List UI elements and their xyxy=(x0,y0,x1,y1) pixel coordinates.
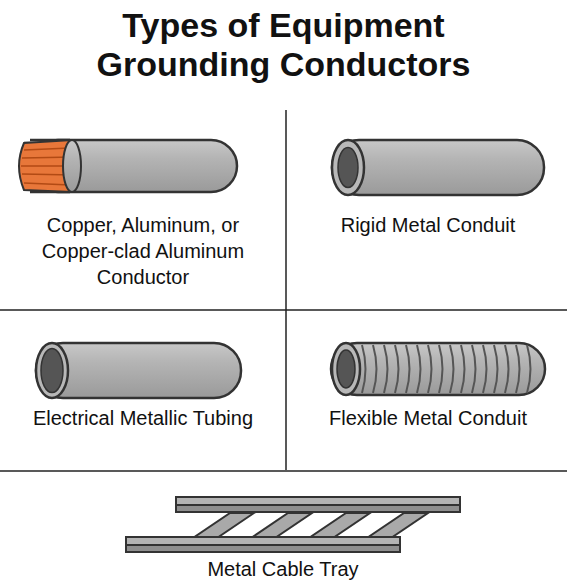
item-label: Copper, Aluminum, or Copper-clad Aluminu… xyxy=(18,212,268,290)
item-label: Metal Cable Tray xyxy=(133,556,433,582)
cable-tray xyxy=(126,497,460,552)
flexible-conduit xyxy=(331,343,545,395)
item-label: Flexible Metal Conduit xyxy=(303,405,553,431)
conduit-rib xyxy=(461,345,465,393)
conduit-rib xyxy=(483,345,487,393)
item-label: Rigid Metal Conduit xyxy=(303,212,553,238)
diagram-title: Types of Equipment Grounding Conductors xyxy=(48,6,519,84)
conduit-rib xyxy=(373,345,377,393)
emt-tube xyxy=(36,343,241,398)
conduit-rib xyxy=(406,345,410,393)
item-label: Electrical Metallic Tubing xyxy=(18,405,268,431)
conduit-rib xyxy=(439,345,443,393)
conduit-rib xyxy=(417,345,421,393)
conductor-wire xyxy=(19,140,237,192)
divider-line xyxy=(285,110,287,470)
conduit-rib xyxy=(527,345,531,393)
divider-line xyxy=(0,470,567,472)
rigid-conduit xyxy=(332,140,544,195)
conduit-rib xyxy=(472,345,476,393)
conduit-rib xyxy=(505,345,509,393)
conduit-rib xyxy=(428,345,432,393)
conduit-rib xyxy=(494,345,498,393)
conduit-rib xyxy=(395,345,399,393)
divider-line xyxy=(0,309,567,311)
conduit-rib xyxy=(384,345,388,393)
conduit-rib xyxy=(516,345,520,393)
conduit-rib xyxy=(362,345,366,393)
conduit-rib xyxy=(450,345,454,393)
